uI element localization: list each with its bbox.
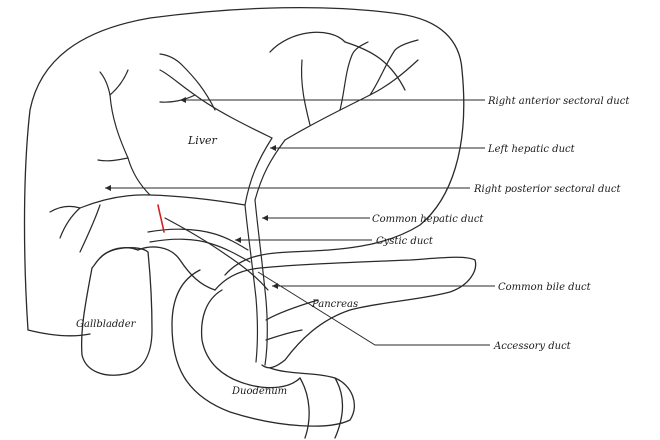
left-branch-2 bbox=[340, 55, 352, 110]
posterior-branch-5 bbox=[98, 158, 128, 161]
duodenum-outline bbox=[172, 270, 354, 438]
arrow-right-anterior-sectoral bbox=[180, 97, 186, 103]
common-hepatic-duct-wall bbox=[245, 138, 272, 205]
arrow-common-hepatic bbox=[262, 215, 268, 221]
common-bile-duct-wall bbox=[245, 205, 258, 362]
duodenum-end bbox=[335, 378, 343, 438]
posterior-branch-6 bbox=[60, 208, 80, 238]
liver-label: Liver bbox=[187, 134, 218, 147]
duodenum-outer bbox=[172, 270, 354, 426]
pancreas-label: Pancreas bbox=[311, 299, 358, 310]
arrow-left-hepatic bbox=[270, 145, 276, 151]
right-branch-1 bbox=[160, 95, 195, 102]
posterior-branch-7 bbox=[50, 206, 80, 212]
bile-duct-tree bbox=[50, 40, 418, 365]
gallbladder-outline bbox=[82, 248, 152, 376]
right-anterior-sectoral-duct-label: Right anterior sectoral duct bbox=[487, 96, 630, 107]
posterior-branch-8 bbox=[80, 205, 100, 252]
liver-left-lobe-fold bbox=[270, 32, 405, 90]
pancreatic-duct-path bbox=[266, 300, 318, 320]
cystic-duct-label: Cystic duct bbox=[376, 236, 434, 247]
right-posterior-sectoral-duct-label: Right posterior sectoral duct bbox=[473, 184, 621, 195]
highlighted-duct-segment bbox=[158, 205, 164, 232]
posterior-branch-1 bbox=[128, 158, 150, 195]
right-anterior-sectoral-path bbox=[182, 65, 215, 110]
gallbladder-label: Gallbladder bbox=[76, 319, 137, 330]
liver-main-outline bbox=[25, 8, 464, 336]
accessory-duct-label: Accessory duct bbox=[493, 341, 572, 352]
left-branch-3 bbox=[302, 60, 310, 125]
arrow-right-posterior-sectoral bbox=[105, 185, 111, 191]
right-posterior-sectoral-path bbox=[80, 195, 245, 208]
liver-outline bbox=[25, 8, 464, 336]
right-hepatic-duct-path bbox=[160, 70, 272, 138]
left-branch-5 bbox=[352, 42, 368, 55]
labels: Liver Gallbladder Pancreas Duodenum Righ… bbox=[76, 96, 630, 397]
pancreas-outline bbox=[215, 257, 476, 367]
duodenum-tail bbox=[300, 378, 309, 438]
common-hepatic-duct-path bbox=[255, 140, 285, 200]
left-hepatic-duct-label: Left hepatic duct bbox=[487, 144, 576, 155]
pancreatic-branch bbox=[266, 330, 302, 340]
posterior-branch-2 bbox=[110, 95, 128, 158]
common-bile-duct-label: Common bile duct bbox=[498, 282, 592, 293]
common-hepatic-duct-label: Common hepatic duct bbox=[372, 214, 484, 225]
left-branch-4 bbox=[395, 40, 418, 50]
pancreas-shape bbox=[215, 257, 476, 367]
arrow-cystic bbox=[235, 237, 241, 243]
gallbladder-shape bbox=[82, 248, 152, 376]
right-branch-2 bbox=[160, 54, 182, 65]
duodenum-label: Duodenum bbox=[231, 386, 287, 397]
posterior-branch-3 bbox=[100, 72, 110, 95]
duodenum-inner bbox=[202, 290, 300, 388]
posterior-branch-4 bbox=[110, 70, 128, 95]
